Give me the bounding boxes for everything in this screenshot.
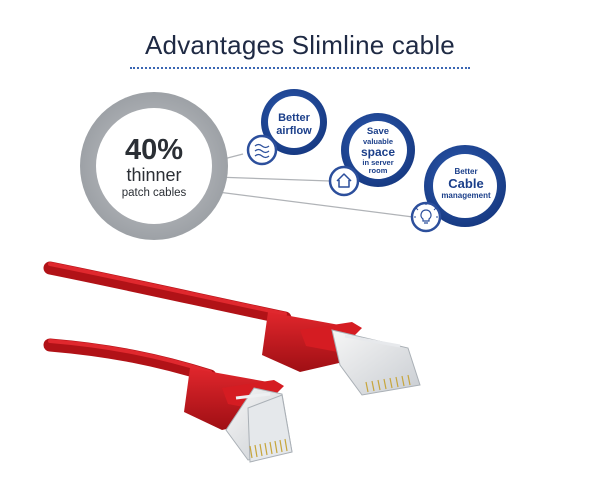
- stat-percent: 40%: [124, 134, 184, 166]
- page-title: Advantages Slimline cable: [145, 30, 455, 60]
- benefit-management-line3: management: [441, 191, 491, 200]
- benefit-bubble-management: [424, 145, 506, 227]
- benefit-space-line4: in server: [362, 158, 394, 167]
- benefit-airflow-line1: Better: [278, 112, 310, 124]
- cable-image: [43, 261, 292, 383]
- airflow-icon: [246, 134, 278, 166]
- benefit-space-line1: Save: [366, 126, 390, 137]
- rj45-connector-front: [184, 368, 293, 463]
- stat-label-thinner: thinner: [126, 165, 182, 185]
- benefit-management-line1: Better: [454, 167, 478, 176]
- stat-label-patch-cables: patch cables: [121, 187, 187, 199]
- benefit-management-line2: Cable: [448, 176, 484, 191]
- benefit-space-line2: valuable: [362, 137, 393, 146]
- benefit-airflow-line2: airflow: [276, 125, 312, 137]
- benefit-bubble-space: [341, 113, 415, 187]
- benefit-space-line5: room: [368, 166, 388, 175]
- benefit-space-line3: space: [360, 145, 396, 159]
- lightbulb-icon: [410, 201, 442, 233]
- house-icon: [328, 165, 360, 197]
- main-stat-circle: [80, 92, 228, 240]
- benefit-bubble-airflow: [261, 89, 327, 155]
- rj45-connector-rear: [262, 312, 421, 396]
- title-underline: [130, 67, 470, 69]
